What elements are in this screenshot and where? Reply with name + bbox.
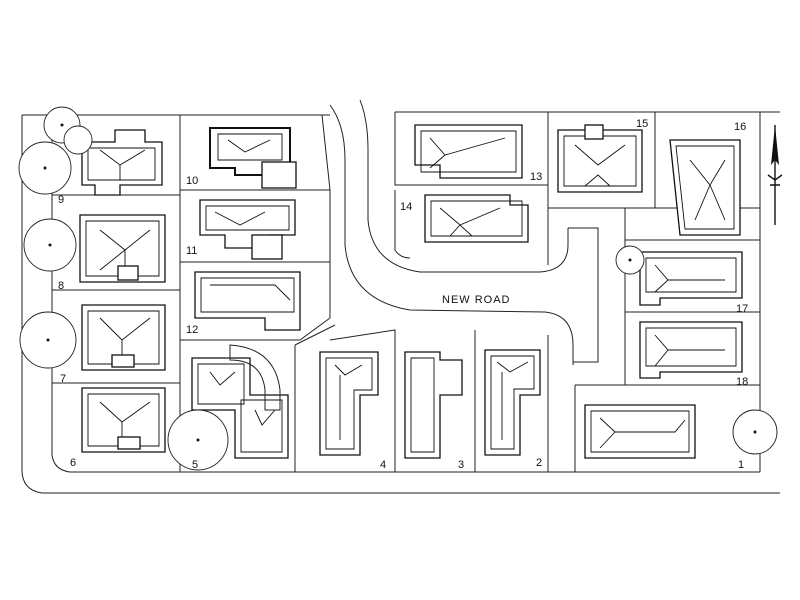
house-lot-3 [404, 351, 463, 459]
lot-labels: 1 2 3 4 5 6 7 8 9 10 11 12 13 14 15 16 1… [58, 118, 748, 471]
house-lot-5 [191, 344, 289, 459]
trees [18, 106, 778, 471]
house-lot-4 [319, 351, 379, 456]
lot-label-8: 8 [58, 280, 64, 292]
house-lot-12 [194, 271, 301, 331]
tree-icon [43, 106, 93, 155]
lot-label-6: 6 [70, 457, 76, 469]
lot-label-14: 14 [400, 201, 412, 213]
lot-label-11: 11 [186, 245, 197, 257]
lot-label-1: 1 [738, 459, 744, 471]
house-lot-1 [584, 404, 696, 459]
house-lot-8 [79, 214, 166, 283]
tree-icon [19, 311, 77, 369]
lot-label-17: 17 [736, 303, 748, 315]
lot-label-18: 18 [736, 376, 748, 388]
house-lot-17 [639, 251, 743, 306]
house-lot-18 [639, 321, 743, 379]
house-lot-9 [81, 129, 163, 196]
lot-boundaries [52, 112, 761, 472]
road-name-label: NEW ROAD [442, 294, 511, 306]
house-lot-2 [484, 349, 541, 456]
lot-label-7: 7 [60, 373, 66, 385]
house-lot-11 [199, 199, 296, 260]
lot-label-5: 5 [192, 459, 198, 471]
tree-icon [167, 409, 229, 471]
house-lot-14 [424, 194, 529, 243]
houses [79, 124, 743, 459]
tree-icon [23, 218, 77, 272]
house-lot-16 [669, 139, 741, 236]
lot-label-13: 13 [530, 171, 542, 183]
lot-label-12: 12 [186, 324, 198, 336]
lot-label-16: 16 [734, 121, 746, 133]
lot-label-15: 15 [636, 118, 648, 130]
house-lot-7 [81, 304, 166, 371]
house-lot-13 [414, 124, 523, 179]
lot-label-10: 10 [186, 175, 198, 187]
lot-label-3: 3 [458, 459, 464, 471]
house-lot-6 [81, 387, 166, 453]
tree-icon [732, 409, 778, 455]
lot-label-2: 2 [536, 457, 542, 469]
lot-label-4: 4 [380, 459, 386, 471]
new-road [329, 99, 599, 365]
house-lot-15 [557, 124, 643, 193]
tree-icon [615, 245, 645, 275]
lot-label-9: 9 [58, 194, 64, 206]
house-lot-10 [209, 127, 297, 189]
north-arrow-icon [767, 125, 783, 225]
tree-icon [18, 141, 72, 195]
